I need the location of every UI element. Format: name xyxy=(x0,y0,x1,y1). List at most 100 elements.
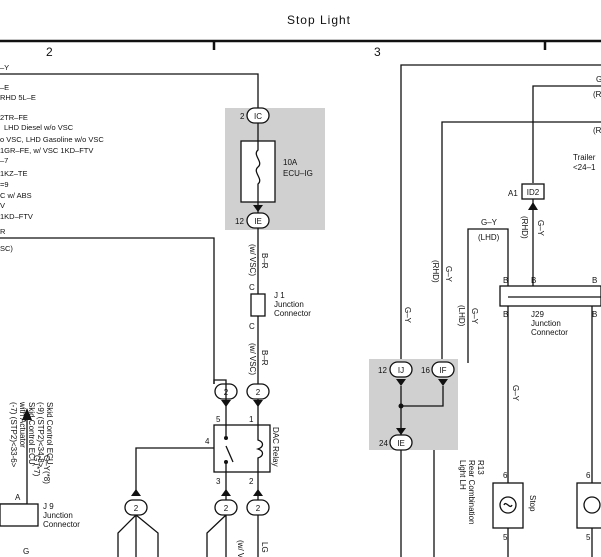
j29-pin-b: B xyxy=(531,276,536,285)
j1-junction-connector xyxy=(250,293,266,317)
connector-2-label: 2 xyxy=(224,504,229,513)
connector-ie-pin: 24 xyxy=(379,439,388,448)
wire-block-internal xyxy=(400,386,444,436)
dac-relay-name: DAC Relay xyxy=(271,427,280,467)
j29-pin-b: B xyxy=(503,276,508,285)
wire-top-feed xyxy=(0,73,259,108)
wire-left-to-relay xyxy=(0,237,215,384)
left-label: 1KZ–TE xyxy=(0,169,28,178)
dac-relay-pin: 2 xyxy=(249,477,254,486)
left-wire-label-gy: G–Y(*8) xyxy=(42,455,51,484)
arrow-down-icon xyxy=(396,428,406,435)
col3-gy-label: G–Y xyxy=(536,220,545,237)
col3-right-r: (R xyxy=(593,126,601,135)
wire-branch xyxy=(206,514,227,557)
connector-2-label: 2 xyxy=(256,504,261,513)
grid-column-2: 2 xyxy=(46,45,53,59)
stop-label: Stop xyxy=(528,495,537,512)
arrow-down-icon xyxy=(438,379,448,386)
j29-pin-b: B xyxy=(592,310,597,319)
wire-label-lg: LG xyxy=(260,542,269,553)
left-label: –Y xyxy=(0,63,9,72)
left-vertical-label: (-7) (STP2)<33-6> xyxy=(9,402,18,468)
wire-label-c: C xyxy=(249,283,255,292)
j1-id: J 1 xyxy=(274,291,285,300)
col3-right-r: (R xyxy=(593,90,601,99)
col3-rhd-vertical: (RHD) xyxy=(431,260,440,283)
col3-gy-vertical: G–Y xyxy=(470,308,479,325)
wire-label-b-r: B–R xyxy=(260,253,269,269)
wire-label-w-vs: (w/ VS xyxy=(236,540,245,557)
connector-ij-label: IJ xyxy=(398,366,404,375)
left-label: R xyxy=(0,227,6,236)
connector-ie-pin: 12 xyxy=(235,217,244,226)
arrow-up-icon xyxy=(253,489,263,496)
left-label: 1KD–FTV xyxy=(0,212,33,221)
dac-relay-pin: 3 xyxy=(216,477,221,486)
left-label: SC) xyxy=(0,244,13,253)
light-pin: 5 xyxy=(503,533,508,542)
left-label: =9 xyxy=(0,180,9,189)
left-label: –E xyxy=(0,83,9,92)
wire-ie-down xyxy=(400,450,435,557)
trailer-label: Trailer xyxy=(573,153,596,162)
left-bottom-g: G xyxy=(23,547,29,556)
arrow-up-icon xyxy=(131,489,141,496)
r13-label: Light LH xyxy=(458,460,467,490)
light-pin: 6 xyxy=(586,471,591,480)
arrow-down-icon xyxy=(253,400,263,407)
connector-ic-pin: 2 xyxy=(240,112,245,121)
left-label: 1GR–FE, w/ VSC 1KD–FTV xyxy=(0,146,93,155)
j9-label: Connector xyxy=(43,520,80,529)
connector-ie-label: IE xyxy=(397,439,405,448)
relay-contact xyxy=(224,460,228,464)
arrow-down-icon xyxy=(396,379,406,386)
left-vertical-labels: Skid Control ECU (-9) (STP2)<34-8> Skid … xyxy=(9,401,54,468)
wire-label-w-vsc: (w/ VSC) xyxy=(248,244,257,276)
left-label: –7 xyxy=(0,156,8,165)
left-label: C w/ ABS xyxy=(0,191,32,200)
j29-label: Connector xyxy=(531,328,568,337)
left-wire-label-g: G (*7) xyxy=(32,455,41,477)
left-vertical-label: with Actuator xyxy=(18,401,27,448)
col3-gy-top: G–Y xyxy=(481,218,498,227)
bulb-icon xyxy=(583,496,601,514)
r13-label: Rear Combination xyxy=(467,460,476,524)
splice-dot xyxy=(398,403,404,409)
connector-ij-pin: 12 xyxy=(378,366,387,375)
dac-relay-pin: 5 xyxy=(216,415,221,424)
connector-ie-label: IE xyxy=(254,217,262,226)
wire-lhd-gy xyxy=(467,228,509,363)
wire-label-c: C xyxy=(249,322,255,331)
wire-label-w-vsc: (w/ VSC) xyxy=(248,343,257,375)
left-label: V xyxy=(0,201,5,210)
col3-rhd-label: (RHD) xyxy=(520,216,529,239)
relay-contact xyxy=(224,436,228,440)
col3-lhd-vertical: (LHD) xyxy=(457,305,466,327)
j9-junction-connector xyxy=(0,503,39,527)
arrow-down-icon xyxy=(253,205,263,212)
col3-gy-vertical: G–Y xyxy=(511,385,520,402)
j29-pin-b: B xyxy=(592,276,597,285)
arrow-up-icon xyxy=(22,408,32,420)
connector-2-label: 2 xyxy=(134,504,139,513)
wire-col3-rhd xyxy=(532,85,601,183)
left-vertical-label: Skid Control ECU xyxy=(27,402,36,465)
grid-column-3: 3 xyxy=(374,45,381,59)
arrow-up-icon xyxy=(221,489,231,496)
fuse-icon xyxy=(255,141,261,202)
connector-2-label: 2 xyxy=(256,388,261,397)
left-label: 2TR–FE xyxy=(0,113,28,122)
left-label: RHD 5L–E xyxy=(0,93,36,102)
col3-lhd-top: (LHD) xyxy=(478,233,500,242)
j29-label: Junction xyxy=(531,319,561,328)
j1-label: Connector xyxy=(274,309,311,318)
relay-coil-icon xyxy=(255,425,264,472)
wire-label-b-r: B–R xyxy=(260,350,269,366)
j9-id: J 9 xyxy=(43,502,54,511)
j29-id: J29 xyxy=(531,310,544,319)
connector-if-label: IF xyxy=(439,366,446,375)
left-vertical-label: Skid Control ECU xyxy=(45,402,54,465)
j9-label: Junction xyxy=(43,511,73,520)
